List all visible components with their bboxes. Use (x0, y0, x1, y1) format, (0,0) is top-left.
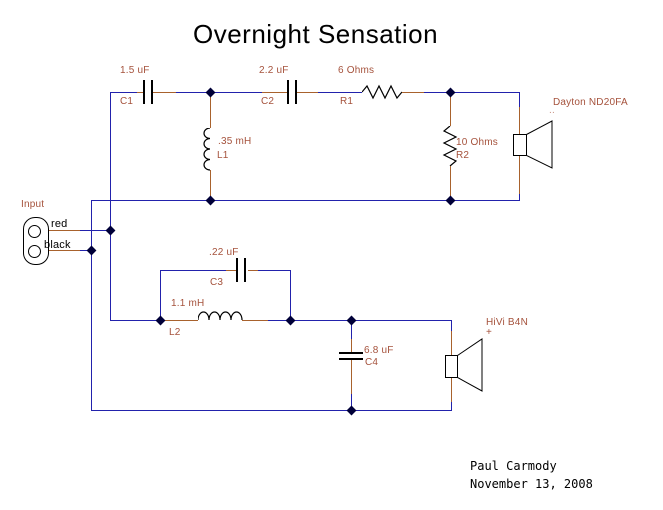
junction-dot (155, 315, 166, 326)
capacitor-c1-symbol (151, 80, 153, 104)
tweeter-name-label: Dayton ND20FA (553, 97, 628, 108)
wire-segment (450, 166, 451, 200)
credit-date: November 13, 2008 (470, 477, 593, 491)
wire-segment (451, 378, 452, 402)
wire-segment (80, 250, 92, 251)
wire-segment (519, 92, 520, 107)
junction-dot (205, 87, 216, 98)
wire-segment (226, 270, 236, 271)
wire-segment (268, 320, 452, 321)
woofer-polarity-mark: + (486, 327, 493, 338)
wire-segment (163, 320, 198, 321)
wire-segment (451, 402, 452, 411)
junction-dot (346, 315, 357, 326)
wire-segment (351, 339, 352, 352)
wire-segment (91, 410, 452, 411)
capacitor-c2-symbol (295, 80, 297, 104)
wire-segment (318, 92, 362, 93)
l2-ref-label: L2 (169, 327, 181, 338)
wire-segment (176, 92, 262, 93)
wire-segment (519, 194, 520, 200)
wire-segment (290, 270, 291, 321)
page-title: Overnight Sensation (193, 19, 439, 49)
wire-red-lead (44, 230, 80, 231)
inductor-l2-symbol (198, 309, 243, 322)
c1-ref-label: C1 (120, 96, 134, 107)
junction-dot (86, 245, 97, 256)
wire-segment (91, 200, 520, 201)
wire-black-lead (44, 250, 80, 251)
c3-ref-label: C3 (210, 277, 224, 288)
capacitor-c3-symbol (244, 258, 246, 282)
capacitor-c2-symbol (287, 80, 289, 104)
c2-value-label: 2.2 uF (259, 65, 289, 76)
junction-dot (205, 195, 216, 206)
input-black-label: black (44, 239, 71, 251)
tweeter-speaker-icon (512, 118, 554, 170)
capacitor-c4-symbol (339, 358, 363, 360)
wire-segment (258, 270, 291, 271)
c4-value-label: 6.8 uF (364, 345, 394, 356)
credit-author: Paul Carmody (470, 459, 557, 473)
woofer-speaker-icon (444, 336, 484, 394)
wire-segment (110, 320, 163, 321)
c2-ref-label: C2 (261, 96, 275, 107)
c3-value-label: .22 uF (209, 247, 239, 258)
wire-segment (451, 320, 452, 331)
l1-ref-label: L1 (217, 150, 229, 161)
wire-segment (242, 320, 268, 321)
l2-value-label: 1.1 mH (171, 298, 205, 309)
capacitor-c4-symbol (339, 352, 363, 354)
r1-ref-label: R1 (340, 96, 354, 107)
r1-value-label: 6 Ohms (338, 65, 375, 76)
wire-segment (210, 170, 211, 200)
junction-dot (285, 315, 296, 326)
l1-value-label: .35 mH (218, 136, 252, 147)
woofer-name-label: HiVi B4N (486, 317, 528, 328)
input-label: Input (21, 199, 45, 210)
r2-ref-label: R2 (456, 150, 470, 161)
input-connector-icon (23, 217, 49, 265)
tweeter-polarity-mark: .. (549, 105, 555, 116)
input-terminal-red (28, 225, 41, 238)
c4-ref-label: C4 (365, 357, 379, 368)
junction-dot (445, 195, 456, 206)
wire-segment (297, 92, 318, 93)
wire-segment (402, 92, 424, 93)
junction-dot (105, 225, 116, 236)
input-terminal-black (28, 245, 41, 258)
resistor-r2-symbol (442, 126, 458, 166)
wire-segment (262, 92, 287, 93)
wire-segment (351, 360, 352, 394)
wire-segment (153, 92, 176, 93)
wire-segment (451, 331, 452, 355)
wire-segment (248, 270, 258, 271)
capacitor-c1-symbol (143, 80, 145, 104)
wire-segment (160, 270, 161, 321)
inductor-l1-symbol (203, 128, 217, 171)
wire-segment (519, 107, 520, 134)
junction-dot (346, 405, 357, 416)
wire-segment (450, 93, 451, 126)
wire-negative-rail (91, 200, 92, 411)
wire-segment (351, 320, 352, 339)
wire-segment (110, 92, 137, 93)
wire-segment (424, 92, 520, 93)
wire-segment (137, 92, 143, 93)
c1-value-label: 1.5 uF (120, 65, 150, 76)
junction-dot (445, 87, 456, 98)
wire-segment (351, 394, 352, 411)
wire-segment (210, 93, 211, 128)
wire-segment (160, 270, 226, 271)
input-red-label: red (51, 218, 68, 230)
wire-positive-rail (110, 92, 111, 321)
resistor-r1-symbol (362, 84, 402, 100)
wire-segment (80, 230, 111, 231)
r2-value-label: 10 Ohms (456, 137, 498, 148)
capacitor-c3-symbol (236, 258, 238, 282)
wire-segment (519, 156, 520, 194)
